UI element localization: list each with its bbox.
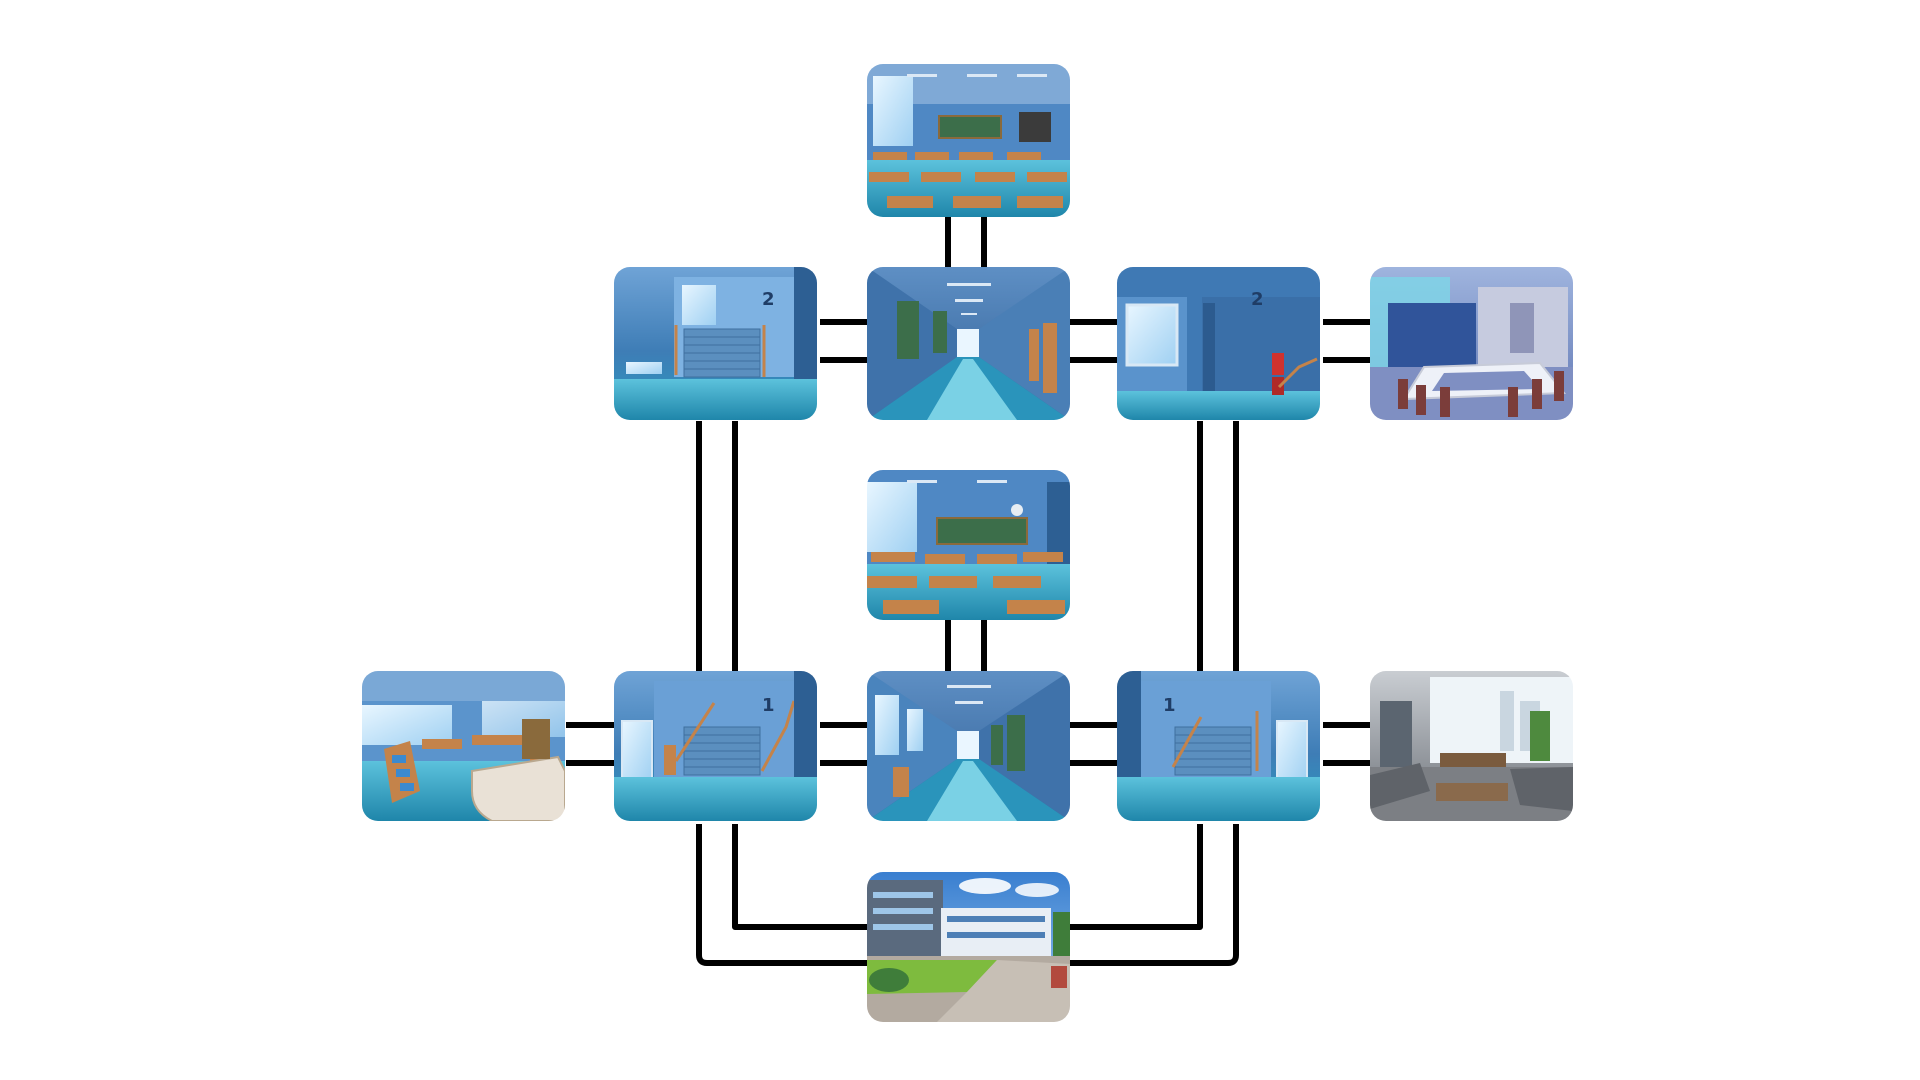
connector-stairs-1f-right-lounge bbox=[1323, 722, 1370, 766]
connector-hallway-1f-stairs-1f-right bbox=[1070, 722, 1117, 766]
room-node-stairs-2f-right[interactable]: 2 bbox=[1117, 267, 1320, 420]
connector-classroom-2f-hallway-2f bbox=[945, 216, 987, 267]
floor-label: 1 bbox=[1163, 695, 1176, 716]
room-node-stairs-1f-left[interactable]: 1 bbox=[614, 671, 817, 821]
connector-stairs-2f-left-stairs-1f-left bbox=[696, 421, 738, 671]
room-node-stairs-1f-right[interactable]: 1 bbox=[1117, 671, 1320, 821]
room-node-hallway-1f[interactable] bbox=[867, 671, 1070, 821]
connector-stairs-2f-right-stairs-1f-right bbox=[1197, 421, 1239, 671]
room-node-hallway-2f[interactable] bbox=[867, 267, 1070, 420]
room-node-stairs-2f-left[interactable]: 2 bbox=[614, 267, 817, 420]
room-node-courtyard[interactable] bbox=[867, 872, 1070, 1022]
connector-hallway-2f-stairs-2f-right bbox=[1070, 319, 1117, 363]
connector-stairs-1f-left-courtyard bbox=[696, 824, 867, 966]
connector-classroom-1f-hallway-1f bbox=[945, 620, 987, 671]
room-node-library[interactable] bbox=[362, 671, 565, 821]
connector-library-stairs-1f-left bbox=[566, 722, 614, 766]
connector-stairs-2f-right-meeting-room bbox=[1323, 319, 1370, 363]
floor-label: 2 bbox=[1251, 289, 1264, 310]
connector-stairs-1f-left-hallway-1f bbox=[820, 722, 867, 766]
floor-label: 2 bbox=[762, 289, 775, 310]
room-node-meeting-room[interactable] bbox=[1370, 267, 1573, 420]
connector-stairs-1f-right-courtyard bbox=[1070, 824, 1239, 966]
connector-stairs-2f-left-hallway-2f bbox=[820, 319, 867, 363]
room-node-lounge-office[interactable] bbox=[1370, 671, 1573, 821]
room-node-classroom-1f[interactable] bbox=[867, 470, 1070, 620]
connector-layer bbox=[566, 216, 1370, 966]
floor-label: 1 bbox=[762, 695, 775, 716]
room-node-classroom-2f[interactable] bbox=[867, 64, 1070, 217]
